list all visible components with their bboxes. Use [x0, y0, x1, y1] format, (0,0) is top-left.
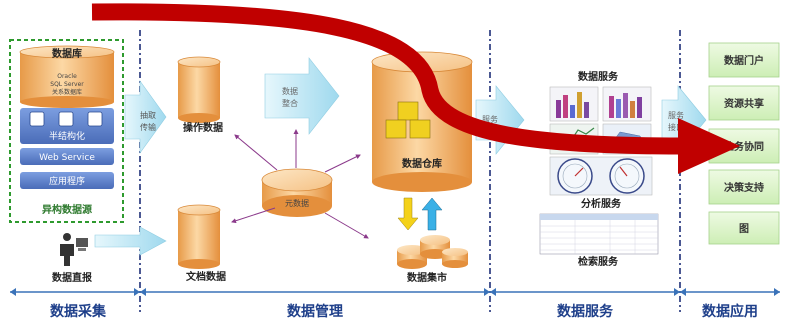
app-box-portal: [708, 42, 780, 78]
analysis-gauges-icon: [549, 156, 653, 196]
data-report-arrow: [94, 226, 167, 256]
analysis-service-label: 分析服务: [581, 197, 622, 210]
data-service-label: 数据服务: [578, 70, 619, 83]
app-program-label: 应用程序: [49, 175, 85, 187]
source-database-title: 数据库: [52, 47, 82, 60]
source-database-line3: 关系数据库: [52, 88, 82, 96]
heterogeneous-label: 异构数据源: [42, 203, 92, 216]
search-service-label: 检索服务: [578, 255, 619, 268]
section-label-service: 数据服务: [557, 303, 614, 320]
app-box-sharing: [708, 85, 780, 121]
app-label-decision: 决策支持: [724, 181, 764, 194]
section-label-application: 数据应用: [702, 303, 758, 320]
source-database-line1: Oracle: [57, 73, 77, 80]
warehouse-mart-arrows: [397, 197, 443, 231]
warehouse-label: 数据仓库: [402, 157, 442, 170]
document-icons: [29, 111, 103, 127]
red-flow-arrow: [91, 3, 740, 174]
warehouse-cubes-icon: [385, 101, 431, 139]
app-program-box: [20, 172, 114, 189]
service-interface-label-1: 服务: [668, 110, 684, 120]
app-label-map: 图: [739, 223, 749, 235]
data-mart-disks: [397, 235, 468, 269]
section-axis: [10, 288, 780, 296]
app-label-collaboration: 业务协同: [724, 140, 764, 153]
data-report-label: 数据直报: [52, 271, 92, 284]
operational-data-label: 操作数据: [183, 121, 223, 134]
source-database-line2: SQL Server: [50, 81, 84, 88]
app-box-decision: [708, 169, 780, 205]
document-data-cylinder: [177, 204, 221, 269]
source-database-icon: [19, 45, 115, 108]
web-service-box: [20, 148, 114, 165]
section-label-collection: 数据采集: [50, 303, 107, 320]
data-mart-label: 数据集市: [407, 271, 447, 284]
integrate-label-1: 数据: [282, 86, 298, 96]
metadata-links: [231, 129, 369, 239]
document-data-label: 文档数据: [186, 270, 226, 283]
metadata-disk: [261, 168, 333, 217]
service-interface-label-2: 接口: [668, 122, 684, 132]
heterogeneous-sources-group: 数据库 Oracle SQL Server 关系数据库 半结构化 Web Ser…: [9, 39, 124, 223]
app-label-sharing: 资源共享: [724, 97, 764, 110]
app-label-portal: 数据门户: [724, 54, 764, 67]
search-results-table: [539, 213, 659, 255]
extract-label-2: 传输: [140, 122, 156, 132]
web-service-label: Web Service: [39, 153, 95, 163]
section-label-management: 数据管理: [287, 303, 343, 320]
operational-data-cylinder: [177, 56, 221, 123]
extract-arrow: [124, 80, 167, 154]
extract-label-1: 抽取: [140, 110, 156, 120]
service-arrow-a-label: 服务: [482, 114, 498, 124]
integrate-label-2: 整合: [282, 98, 298, 108]
app-box-map: [708, 211, 780, 245]
person-computer-icon: [60, 233, 88, 266]
metadata-label: 元数据: [285, 198, 309, 208]
semi-structured-label: 半结构化: [49, 130, 85, 142]
integration-arrow: [264, 57, 340, 135]
